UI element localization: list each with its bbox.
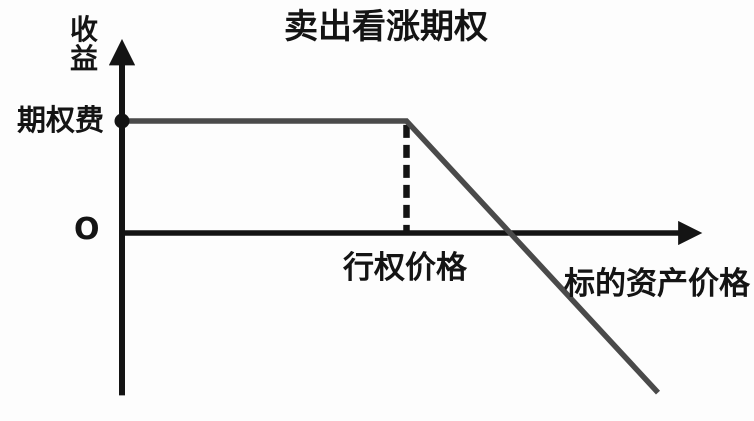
premium-label: 期权费 bbox=[16, 103, 104, 137]
x-axis-label: 标的资产价格 bbox=[564, 266, 750, 302]
premium-point-dot bbox=[114, 113, 130, 129]
strike-label: 行权价格 bbox=[343, 250, 467, 286]
y-axis-label: 收益 bbox=[69, 13, 98, 75]
chart-title: 卖出看涨期权 bbox=[284, 7, 488, 47]
payoff-line bbox=[122, 118, 661, 395]
origin-label: O bbox=[74, 212, 100, 247]
